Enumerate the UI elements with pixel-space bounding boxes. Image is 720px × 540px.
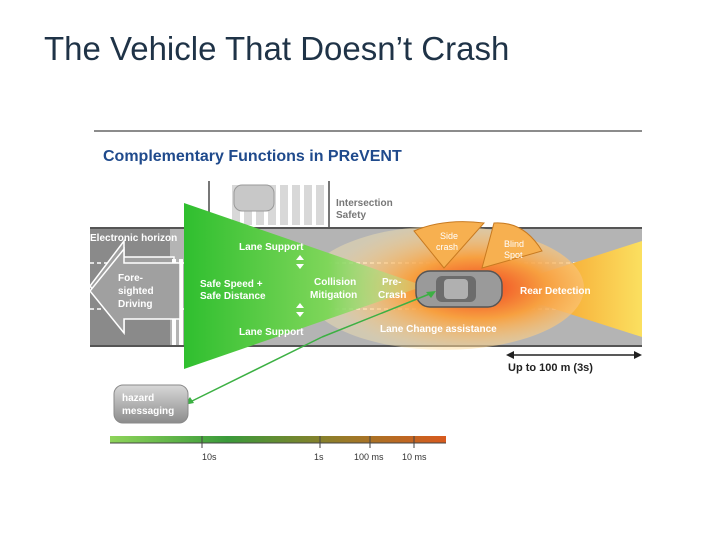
precrash-label-line2: Crash: [378, 290, 406, 301]
safe-speed-label-line2: Safe Distance: [200, 291, 266, 302]
lane-arrows: [296, 255, 304, 317]
foresighted-label-line2: sighted: [118, 286, 154, 297]
side-crash-label-line2: crash: [436, 242, 458, 252]
range-arrow-right: [634, 351, 642, 359]
intersection-car: [233, 184, 275, 212]
timeline-label-10ms: 10 ms: [402, 452, 427, 462]
intersection-label-line2: Safety: [336, 210, 366, 221]
diagram-heading: Complementary Functions in PReVENT: [103, 148, 402, 165]
blind-spot-zone: [481, 222, 543, 269]
prevent-diagram: Complementary Functions in PReVENT Inter…: [84, 123, 654, 463]
range-label: Up to 100 m (3s): [508, 362, 593, 374]
hazard-label-line1: hazard: [122, 393, 154, 404]
range-arrow-left: [506, 351, 514, 359]
hazard-vehicle: [113, 384, 189, 424]
timeline-label-10s: 10s: [202, 452, 217, 462]
side-crash-label-line1: Side: [440, 231, 458, 241]
electronic-horizon-label: Electronic horizon: [90, 233, 177, 244]
hazard-label-line2: messaging: [122, 406, 174, 417]
hazard-link: [187, 336, 323, 404]
v2v-link: [321, 292, 433, 338]
host-vehicle: [415, 270, 503, 308]
lane-support-top-label: Lane Support: [239, 242, 304, 253]
foresighted-label-line1: Fore-: [118, 273, 143, 284]
slide-title: The Vehicle That Doesn’t Crash: [44, 30, 510, 67]
blind-spot-label-line1: Blind: [504, 239, 524, 249]
v2v-arrowhead: [426, 291, 436, 298]
lane-support-bottom-label: Lane Support: [239, 327, 304, 338]
side-crash-zone: [413, 221, 486, 269]
blind-spot-label-line2: Spot: [504, 250, 523, 260]
foresighted-label-line3: Driving: [118, 299, 152, 310]
timeline-label-1s: 1s: [314, 452, 324, 462]
forward-sensing-beam: [184, 203, 424, 369]
timeline-bar: [110, 436, 446, 443]
safe-speed-label-line1: Safe Speed +: [200, 279, 263, 290]
intersection-label-line1: Intersection: [336, 198, 393, 209]
lane-change-label: Lane Change assistance: [380, 324, 497, 335]
rear-detection-label: Rear Detection: [520, 286, 591, 297]
precrash-label-line1: Pre-: [382, 277, 401, 288]
collision-mitigation-label-line2: Mitigation: [310, 290, 357, 301]
foresighted-driving-arrow: [89, 246, 181, 336]
collision-mitigation-label-line1: Collision: [314, 277, 356, 288]
timeline-ticks: [201, 436, 415, 448]
timeline-label-100ms: 100 ms: [354, 452, 384, 462]
